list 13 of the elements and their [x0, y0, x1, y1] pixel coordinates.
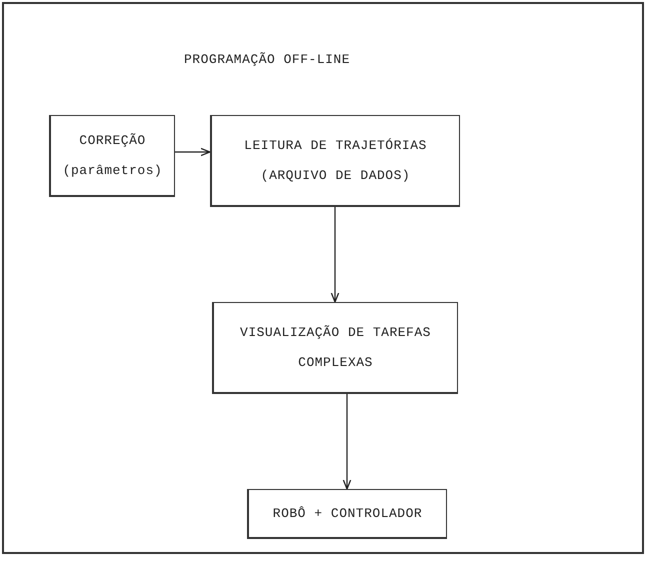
- frame-title: PROGRAMAÇÃO OFF-LINE: [184, 52, 350, 67]
- arrow: [330, 207, 340, 303]
- arrow: [175, 148, 211, 156]
- process-box: [247, 489, 447, 539]
- box-label: ROBÔ + CONTROLADOR: [272, 504, 422, 522]
- frame-box: [2, 2, 644, 554]
- process-box: [210, 115, 460, 207]
- process-box: [212, 302, 458, 394]
- box-label: CORREÇÃO (parâmetros): [62, 132, 164, 180]
- arrow: [342, 394, 352, 490]
- process-box: [49, 115, 175, 197]
- box-label: VISUALIZAÇÃO DE TAREFAS COMPLEXAS: [239, 324, 432, 372]
- box-label: LEITURA DE TRAJETÓRIAS (ARQUIVO DE DADOS): [243, 136, 428, 184]
